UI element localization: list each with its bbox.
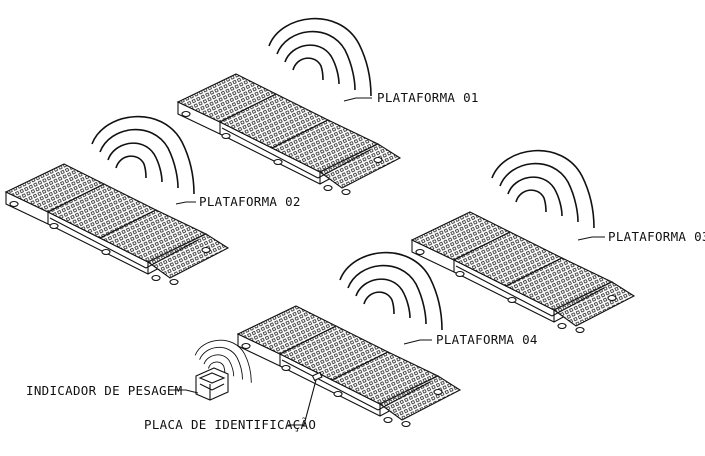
weighing-indicator: INDICADOR DE PESAGEM (26, 339, 252, 401)
identification-plate: PLACA DE IDENTIFICAÇÃO (144, 371, 323, 432)
plataforma-01-label: PLATAFORMA 01 (377, 90, 479, 105)
wireless-signal-icon (268, 17, 372, 97)
indicador-label: INDICADOR DE PESAGEM (26, 383, 183, 398)
platform-01: PLATAFORMA 01 (177, 17, 479, 196)
weighing-indicator-icon (195, 367, 229, 401)
platform-04: PLATAFORMA 04 (237, 251, 538, 428)
wireless-signal-icon (491, 149, 595, 229)
plataforma-02-label: PLATAFORMA 02 (199, 194, 301, 209)
platform-03: PLATAFORMA 03 (411, 149, 705, 334)
plataforma-04-label: PLATAFORMA 04 (436, 332, 538, 347)
placa-label: PLACA DE IDENTIFICAÇÃO (144, 417, 316, 432)
platform-02: PLATAFORMA 02 (5, 115, 301, 286)
wireless-signal-icon (339, 251, 443, 331)
wireless-signal-icon (91, 115, 195, 195)
plataforma-03-label: PLATAFORMA 03 (608, 229, 705, 244)
